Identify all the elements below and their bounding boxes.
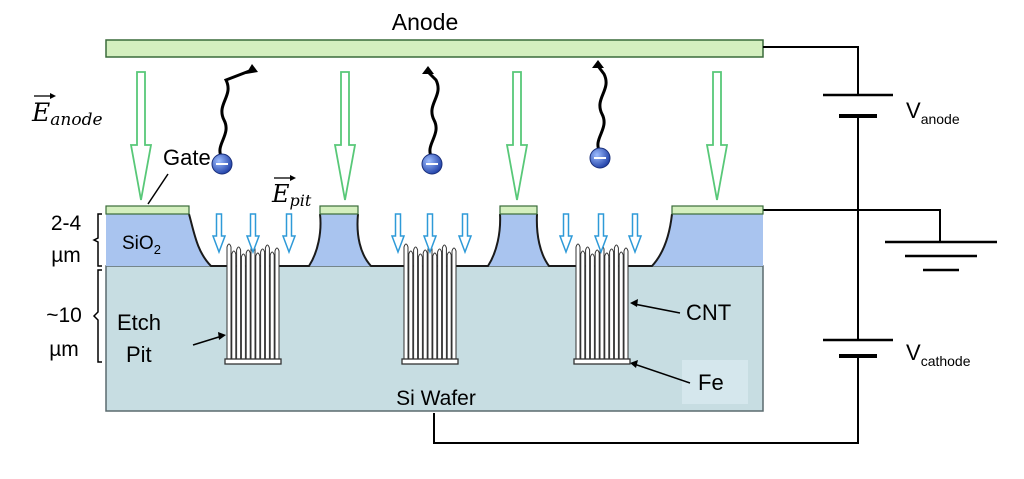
etch-pit-pointer-head [218,332,226,340]
cnt-bundle-2 [403,243,457,359]
fe-pointer [633,363,691,384]
electron-2 [421,70,443,175]
circuit-wires [433,46,941,444]
anode-field-arrow [705,71,729,201]
cnt-tube [451,247,457,359]
gate-electrode-2 [319,205,359,215]
cnt-tube [250,245,256,359]
ground-symbol [885,240,997,272]
cnt-tube [417,253,423,359]
oxide-thickness-label: 2-4 [51,212,82,235]
pit-field-arrow [245,213,261,255]
cnt-tube [585,246,591,359]
cnt-tube [613,244,619,359]
pit-label: Pit [126,342,152,367]
cnt-tube [589,253,595,359]
pit-unit-label: µm [49,338,79,361]
cnt-tube [437,248,443,359]
cnt-tube [446,251,452,359]
cnt-tube [441,244,447,359]
cnt-tube [623,247,629,359]
gate-label: Gate [163,145,211,170]
e-anode-label: Eanode [31,93,103,130]
cnt-tube [403,243,409,359]
pit-field-arrow [558,213,574,255]
cnt-tube [580,250,586,359]
cnt-tube [594,249,600,359]
pit-field-arrows [211,213,643,255]
cnt-tube [413,246,419,359]
e-pit-label: Epit [271,175,312,210]
cnt-tube [274,247,280,359]
fe-pointer-head [630,360,638,368]
pit-thickness-label: ~10 [46,304,82,327]
pit-field-arrow [593,213,609,255]
fe-label: Fe [698,370,724,395]
cnt-tube [236,246,242,359]
anode-field-arrows [129,71,729,201]
pit-field-arrow [390,213,406,255]
svg-text:Epit: Epit [271,180,312,210]
sio2-layer [106,214,763,266]
cnt-tube [575,243,581,359]
cnt-label: CNT [686,300,731,325]
pit-field-arrow [281,213,297,255]
gate-electrode-1 [105,205,190,215]
cnt-bundle-3 [575,243,629,359]
sio2-label: SiO2 [122,233,161,257]
oxide-unit-label: µm [51,244,81,267]
cathode-battery-symbol [823,338,893,358]
cnt-tube [255,252,261,359]
cnt-tube [260,248,266,359]
v-anode-label: Vanode [906,98,960,127]
etch-label: Etch [117,310,161,335]
cnt-tube [609,248,615,359]
cnt-tube [226,243,232,359]
gate-electrode-4 [671,205,764,215]
cnt-tube [432,252,438,359]
fe-layer-2 [401,358,459,365]
wafer-highlight [682,360,748,404]
cnt-tube [245,249,251,359]
anode-battery-symbol [823,93,893,118]
pit-field-arrow [457,213,473,255]
cnt-tube [269,251,275,359]
anode-field-arrow [333,71,357,201]
gate-electrode-3 [499,205,538,215]
anode-label: Anode [392,9,459,35]
cnt-tube [599,245,605,359]
cnt-tube [408,250,414,359]
electron-1 [211,68,253,175]
pit-brace [92,269,102,363]
svg-text:Eanode: Eanode [31,98,103,130]
electron-3 [589,65,611,169]
electron-arrowheads [246,60,604,74]
cnt-tube [240,253,246,359]
anode-plate [105,39,764,58]
cnt-pointer [633,303,681,314]
cnt-tube [427,245,433,359]
cnt-tube [264,244,270,359]
cnt-tube [422,249,428,359]
anode-field-arrow [129,71,153,201]
gate-pointer [147,173,169,205]
cnt-tube [604,252,610,359]
cnt-tube [231,250,237,359]
oxide-brace [92,213,102,267]
v-cathode-label: Vcathode [906,340,971,369]
cnt-tube [618,251,624,359]
pit-field-arrow [422,213,438,255]
etch-pit-pointer [192,335,223,346]
fe-layer-3 [573,358,631,365]
fe-layer-1 [224,358,282,365]
si-wafer-label: Si Wafer [396,387,476,410]
anode-field-arrow [505,71,529,201]
pit-field-arrow [211,213,227,255]
pit-field-arrow [627,213,643,255]
cnt-bundle-1 [226,243,280,359]
cnt-pointer-head [630,299,638,307]
